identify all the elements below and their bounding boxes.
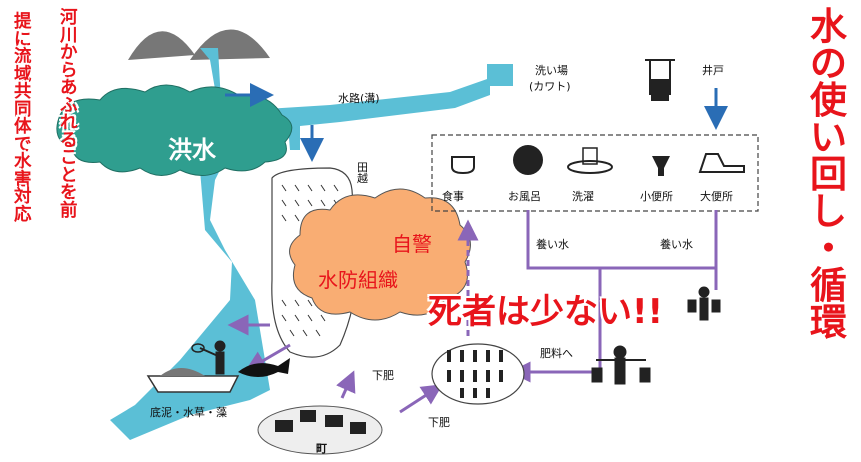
meal-label: 食事 (442, 190, 464, 203)
right-title-col: 水の使い回し・循環 (810, 5, 847, 344)
manure-label-1: 下肥 (372, 369, 394, 382)
waterway-label: 水路(溝) (338, 92, 380, 105)
bath-label: お風呂 (508, 190, 541, 203)
flood-label: 洪水 (168, 136, 216, 164)
vigilance-label-2: 水防組織 (318, 268, 398, 292)
household-box (431, 134, 759, 212)
carrier-person (591, 345, 651, 385)
laundry-label: 洗濯 (572, 190, 594, 203)
vigilance-label-1: 自警 (392, 232, 432, 256)
wash-place-label-2: (カワト) (529, 80, 571, 93)
fish (238, 358, 290, 377)
manure-label-2: 下肥 (428, 416, 450, 429)
left-title-col1: 河川からあふれることを前 (60, 8, 78, 221)
well-icon (645, 59, 675, 101)
mud-pile (160, 368, 205, 376)
toilet-icon (698, 153, 745, 173)
farm-field (431, 343, 525, 405)
wash-place-label: 洗い場 (535, 64, 568, 77)
crop-marks (447, 350, 503, 398)
toilet-label: 大便所 (700, 190, 733, 203)
town-houses (275, 410, 366, 434)
person-with-net (191, 340, 226, 375)
mud-label: 底泥・水草・藻 (150, 406, 227, 419)
pot-icon (451, 156, 475, 175)
fert-water-label-1: 養い水 (536, 238, 569, 251)
mountains (128, 29, 270, 60)
urinal-label: 小便所 (640, 190, 673, 203)
boat (146, 375, 240, 393)
well-label: 井戸 (702, 64, 724, 77)
blue-arrows (225, 83, 728, 162)
left-title-col2: 提に流域共同体で水害対応 (14, 12, 32, 225)
few-deaths-banner: 死者は少ない!! (428, 292, 664, 332)
household-icons (451, 145, 745, 176)
town (257, 405, 383, 455)
vigilance-cloud (289, 188, 471, 321)
fert-water-label-2: 養い水 (660, 238, 693, 251)
river (110, 48, 513, 440)
laundry-icon (567, 160, 613, 174)
urinal-icon (652, 156, 670, 176)
bucket-person (687, 286, 721, 321)
town-label: 町 (316, 442, 327, 455)
bath-icon (513, 145, 543, 175)
paddy-label: 田越 (357, 161, 368, 185)
to-fertilizer-label: 肥料へ (540, 347, 573, 360)
flood-cloud (56, 84, 293, 176)
